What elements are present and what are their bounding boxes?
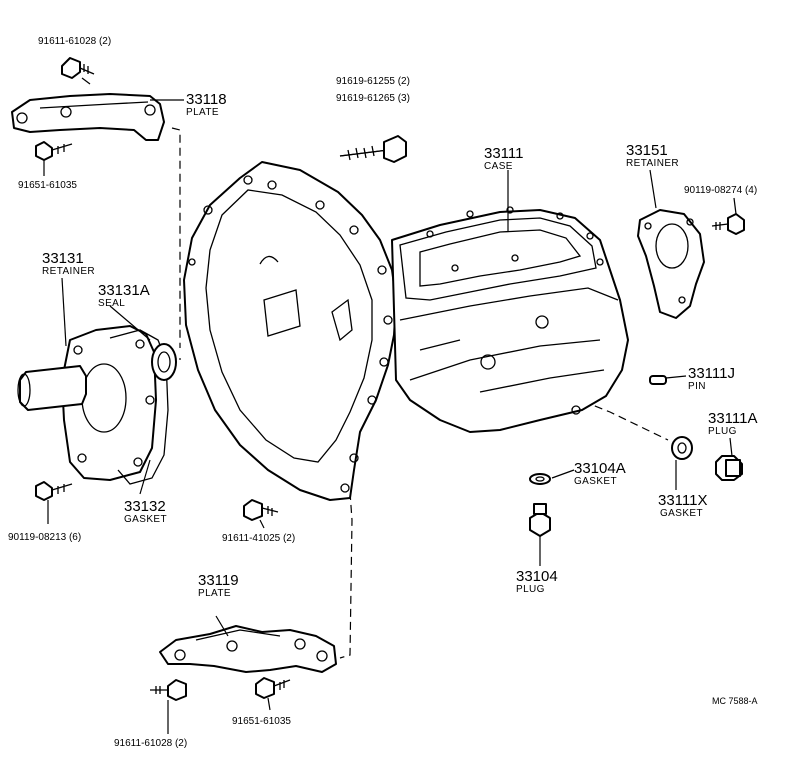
plug-33111a: [715, 455, 743, 481]
bolt-91619-61255: [339, 135, 407, 163]
label-33131-name: RETAINER: [42, 266, 95, 277]
bolt-91651-61035-bottom: [255, 677, 291, 699]
bolt-90119-08213: [35, 481, 73, 501]
label-33111x-number: 33111X: [658, 492, 708, 509]
bolt-91611-61028-top: [61, 57, 95, 79]
label-33111a-name: PLUG: [708, 426, 737, 437]
bolt-label-91651-61035-bottom: 91651-61035: [232, 716, 291, 727]
pin-33111j: [649, 375, 667, 385]
label-33104a-name: GASKET: [574, 476, 617, 487]
label-33151-name: RETAINER: [626, 158, 679, 169]
label-33131a-number: 33131A: [98, 282, 150, 299]
label-33131a-name: SEAL: [98, 298, 125, 309]
front-bearing-retainer-33131: [17, 325, 157, 481]
retainer-gasket-33132: [109, 329, 169, 485]
leader-lines: [43, 77, 737, 734]
gasket-33104a: [529, 473, 551, 485]
label-33111a-number: 33111A: [708, 410, 758, 427]
label-33104a-number: 33104A: [574, 460, 626, 477]
bolt-label-91611-41025: 91611-41025 (2): [222, 533, 295, 544]
bolt-label-90119-08213: 90119-08213 (6): [8, 532, 81, 543]
label-33132-name: GASKET: [124, 514, 167, 525]
gasket-33111x: [671, 436, 693, 460]
label-33151-number: 33151: [626, 142, 668, 159]
bolt-label-91619-61265: 91619-61265 (3): [336, 93, 410, 104]
label-33118-name: PLATE: [186, 107, 219, 118]
plug-33104: [529, 503, 551, 537]
bolt-91611-61028-bottom: [150, 679, 187, 701]
label-33111j-name: PIN: [688, 381, 706, 392]
transmission-case: [183, 161, 629, 501]
label-33104-name: PLUG: [516, 584, 545, 595]
bolt-label-91651-61035-top: 91651-61035: [18, 180, 77, 191]
label-33132-number: 33132: [124, 498, 166, 515]
bolt-label-91619-61255: 91619-61255 (2): [336, 76, 410, 87]
bolt-labels: 91611-61028 (2) 91651-61035 91619-61255 …: [8, 36, 757, 749]
rear-bearing-retainer-33151: [637, 209, 705, 319]
plate-33118: [11, 93, 165, 141]
part-labels: 33118 PLATE 33131 RETAINER 33131A SEAL 3…: [42, 91, 758, 599]
plate-33119: [159, 625, 337, 673]
bolt-label-91611-61028-top: 91611-61028 (2): [38, 36, 111, 47]
label-33131-number: 33131: [42, 250, 84, 267]
bolt-label-91611-61028-bottom: 91611-61028 (2): [114, 738, 187, 749]
label-33111x-name: GASKET: [660, 508, 703, 519]
oil-seal-33131a: [151, 343, 177, 381]
label-33111j-number: 33111J: [688, 365, 735, 382]
label-33111-number: 33111: [484, 145, 524, 162]
bolt-90119-08274: [711, 213, 745, 235]
label-33119-number: 33119: [198, 572, 239, 589]
label-33111-name: CASE: [484, 161, 513, 172]
bolt-91611-41025: [243, 499, 279, 521]
label-33119-name: PLATE: [198, 588, 231, 599]
bolt-91651-61035-top: [35, 141, 73, 161]
drawing-code: MC 7588-A: [712, 696, 758, 706]
label-33118-number: 33118: [186, 91, 227, 108]
bolt-label-90119-08274: 90119-08274 (4): [684, 185, 757, 196]
label-33104-number: 33104: [516, 568, 558, 585]
